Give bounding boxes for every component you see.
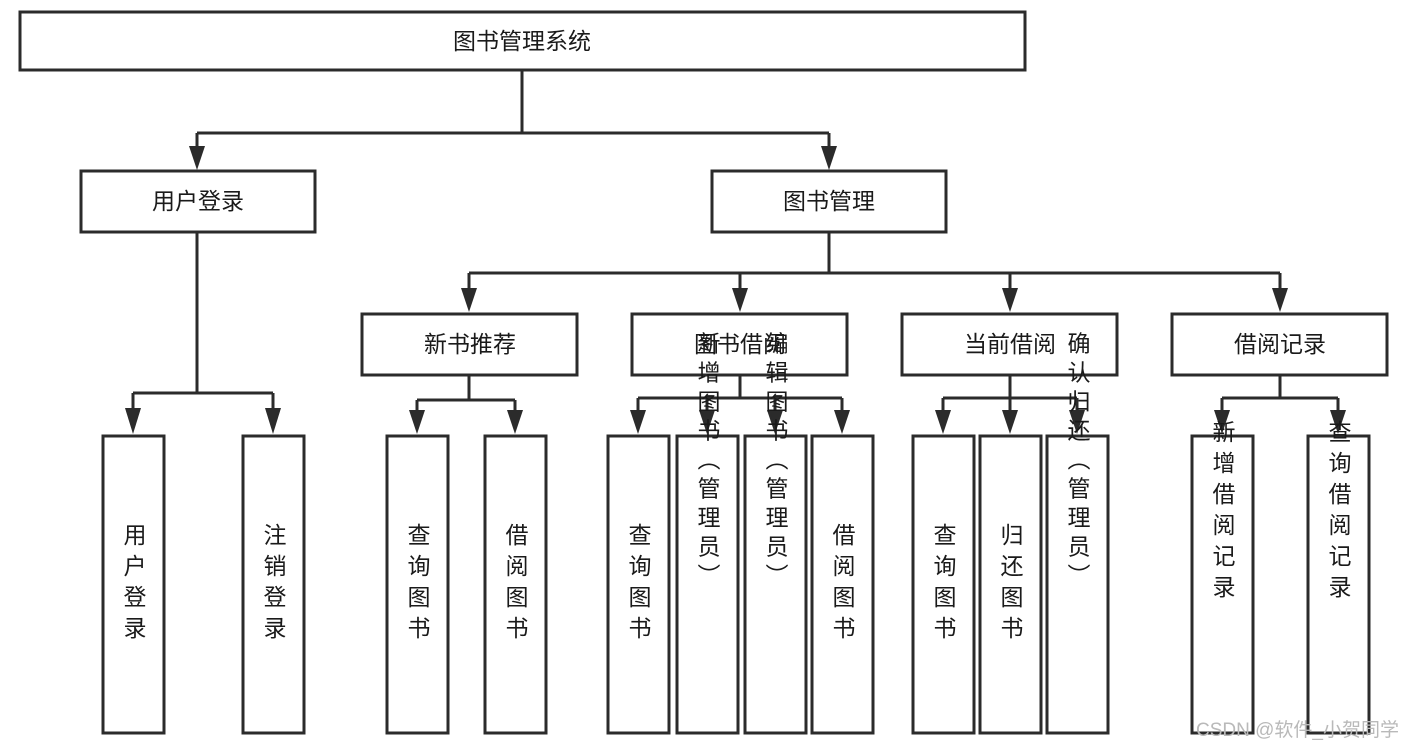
arrow-to-leaf-confirm-return: [1069, 410, 1085, 434]
leaf-user-login-label: 用户登录: [120, 523, 147, 647]
leaf-logout-login[interactable]: 注销登录: [241, 434, 306, 735]
node-borrow-record-label: 借阅记录: [1234, 331, 1326, 357]
leaf-edit-book[interactable]: 编辑图书（管理员）: [743, 332, 808, 735]
connector-book-borrow-bus: [636, 375, 844, 410]
arrow-to-leaf-query-book-1: [409, 410, 425, 434]
node-user-login-box[interactable]: [79, 169, 317, 234]
leaf-query-book-2[interactable]: 查询图书: [606, 434, 671, 735]
leaf-confirm-return-box[interactable]: [1045, 434, 1110, 735]
leaf-borrow-book-2-box[interactable]: [810, 434, 875, 735]
leaf-edit-book-box[interactable]: [743, 434, 808, 735]
leaf-query-book-3-box[interactable]: [911, 434, 976, 735]
node-user-login-label: 用户登录: [152, 188, 244, 214]
arrow-to-book-manage: [821, 146, 837, 170]
node-root-box[interactable]: [18, 10, 1027, 72]
node-borrow-record-box[interactable]: [1170, 312, 1389, 377]
leaf-query-record-label: 查询借阅记录: [1325, 420, 1352, 606]
arrow-to-user-login: [189, 146, 205, 170]
leaf-query-book-2-box[interactable]: [606, 434, 671, 735]
leaf-logout-login-label: 注销登录: [260, 523, 287, 647]
connector-root-bus: [195, 70, 831, 150]
leaf-borrow-book-1-label: 借阅图书: [502, 523, 529, 647]
arrow-to-leaf-borrow-book-2: [834, 410, 850, 434]
connector-current-borrow-bus: [941, 375, 1079, 410]
node-current-borrow-box[interactable]: [900, 312, 1119, 377]
node-book-manage-box[interactable]: [710, 169, 948, 234]
leaf-add-book-box[interactable]: [675, 434, 740, 735]
leaf-query-book-3[interactable]: 查询图书: [911, 434, 976, 735]
leaf-confirm-return[interactable]: 确认归还（管理员）: [1045, 332, 1110, 735]
arrow-to-leaf-edit-book: [767, 410, 783, 434]
arrow-to-leaf-user-login: [125, 408, 141, 434]
arrow-to-borrow-record: [1272, 288, 1288, 312]
leaf-add-record[interactable]: 新增借阅记录: [1190, 420, 1255, 735]
node-user-login[interactable]: 用户登录: [79, 169, 317, 234]
leaf-query-book-2-label: 查询图书: [625, 523, 652, 647]
node-new-book-recommend-box[interactable]: [360, 312, 579, 377]
arrow-to-book-borrow: [732, 288, 748, 312]
arrow-to-leaf-add-record: [1214, 410, 1230, 434]
arrow-to-leaf-query-record: [1330, 410, 1346, 434]
leaf-borrow-book-1-box[interactable]: [483, 434, 548, 735]
connector-book-manage-bus: [467, 232, 1282, 290]
watermark: CSDN @软件_小贺同学: [1196, 719, 1399, 741]
leaf-query-record[interactable]: 查询借阅记录: [1306, 420, 1371, 735]
connector-borrow-record-bus: [1220, 375, 1340, 410]
node-book-manage-label: 图书管理: [783, 188, 875, 214]
leaf-user-login-box[interactable]: [101, 434, 166, 735]
leaf-query-record-box[interactable]: [1306, 434, 1371, 735]
leaf-query-book-1[interactable]: 查询图书: [385, 434, 450, 735]
node-root[interactable]: 图书管理系统: [18, 10, 1027, 72]
arrow-to-leaf-query-book-3: [935, 410, 951, 434]
leaf-query-book-1-box[interactable]: [385, 434, 450, 735]
node-root-label: 图书管理系统: [453, 28, 591, 54]
node-new-book-recommend[interactable]: 新书推荐: [360, 312, 579, 377]
connector-user-login-bus: [131, 232, 275, 408]
arrow-to-current-borrow: [1002, 288, 1018, 312]
node-current-borrow[interactable]: 当前借阅: [900, 312, 1119, 377]
leaf-query-book-3-label: 查询图书: [930, 523, 957, 647]
connector-layer: [125, 70, 1346, 434]
leaf-logout-login-box[interactable]: [241, 434, 306, 735]
leaf-confirm-return-label: 确认归还（管理员）: [1064, 332, 1091, 593]
node-book-borrow-box[interactable]: [630, 312, 849, 377]
arrow-to-leaf-logout-login: [265, 408, 281, 434]
leaf-borrow-book-2[interactable]: 借阅图书: [810, 434, 875, 735]
node-new-book-recommend-label: 新书推荐: [424, 331, 516, 357]
node-book-borrow[interactable]: 图书借阅: [630, 312, 849, 377]
arrow-to-leaf-return-book: [1002, 410, 1018, 434]
arrow-to-leaf-borrow-book-1: [507, 410, 523, 434]
node-book-manage[interactable]: 图书管理: [710, 169, 948, 234]
leaf-borrow-book-1[interactable]: 借阅图书: [483, 434, 548, 735]
arrow-to-new-book-recommend: [461, 288, 477, 312]
arrow-to-leaf-query-book-2: [630, 410, 646, 434]
leaf-add-record-box[interactable]: [1190, 434, 1255, 735]
leaf-return-book[interactable]: 归还图书: [978, 434, 1043, 735]
connector-new-book-recommend-bus: [415, 375, 517, 410]
leaf-return-book-box[interactable]: [978, 434, 1043, 735]
leaf-query-book-1-label: 查询图书: [404, 523, 431, 647]
node-current-borrow-label: 当前借阅: [964, 331, 1056, 357]
leaf-edit-book-label: 编辑图书（管理员）: [762, 332, 789, 593]
leaf-add-book[interactable]: 新增图书（管理员）: [675, 332, 740, 735]
leaf-borrow-book-2-label: 借阅图书: [829, 523, 856, 647]
leaf-user-login[interactable]: 用户登录: [101, 434, 166, 735]
leaf-add-record-label: 新增借阅记录: [1209, 420, 1236, 606]
leaf-return-book-label: 归还图书: [997, 523, 1024, 647]
node-book-borrow-label: 图书借阅: [694, 331, 786, 357]
leaf-add-book-label: 新增图书（管理员）: [694, 332, 721, 593]
node-borrow-record[interactable]: 借阅记录: [1170, 312, 1389, 377]
arrow-to-leaf-add-book: [699, 410, 715, 434]
